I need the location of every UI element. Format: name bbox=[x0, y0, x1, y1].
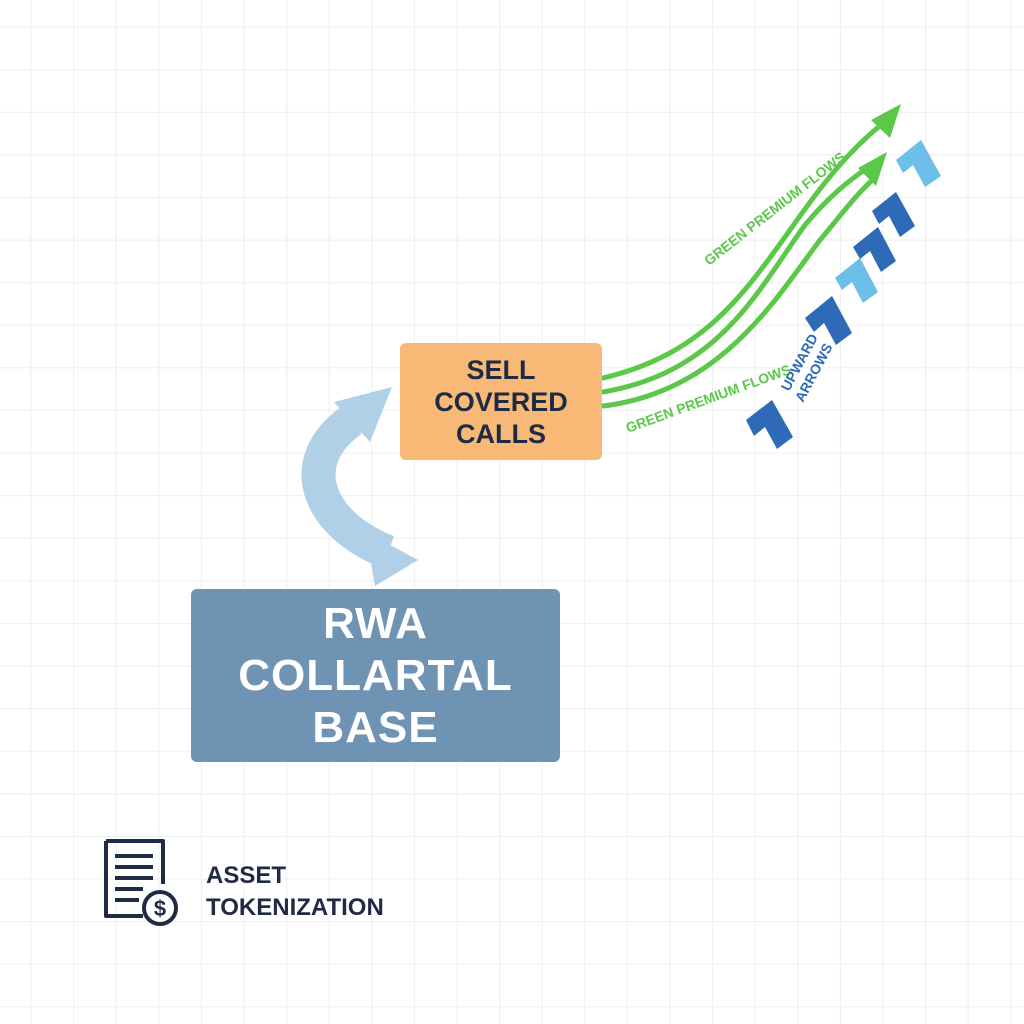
asset-tokenization-legend: $ ASSET TOKENIZATION bbox=[103, 838, 423, 928]
chevron-arrow bbox=[746, 400, 793, 449]
asset-tokenization-label: ASSET TOKENIZATION bbox=[206, 862, 384, 921]
chevron-arrow bbox=[805, 296, 852, 345]
green-premium-flows bbox=[600, 121, 885, 409]
chevron-arrow bbox=[835, 258, 878, 303]
chevron-arrow bbox=[872, 192, 915, 237]
sell-covered-calls-box: SELL COVERED CALLS bbox=[400, 343, 602, 460]
cycle-arrow bbox=[301, 387, 418, 586]
chevron-arrow bbox=[853, 227, 896, 272]
sell-covered-calls-label: SELL COVERED CALLS bbox=[434, 354, 568, 449]
document-dollar-icon: $ bbox=[104, 839, 178, 926]
green-arrowhead-bottom bbox=[858, 152, 887, 186]
svg-text:$: $ bbox=[154, 896, 166, 921]
chevron-arrow bbox=[896, 140, 941, 187]
upward-chevrons bbox=[746, 140, 941, 449]
rwa-collateral-base-box: RWA COLLARTAL BASE bbox=[191, 589, 560, 762]
green-arrowhead-top bbox=[871, 104, 901, 138]
rwa-collateral-base-label: RWA COLLARTAL BASE bbox=[238, 598, 513, 752]
